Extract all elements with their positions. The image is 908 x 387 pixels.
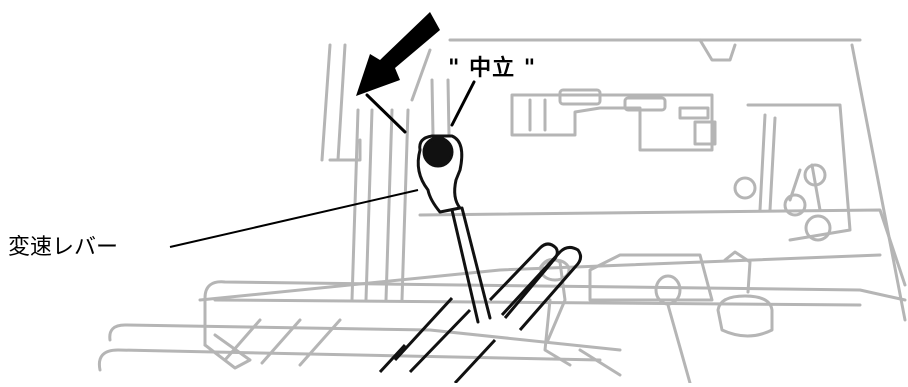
shift-gate-slots [380, 244, 581, 383]
cab-line-art [99, 40, 905, 383]
shift-lever-graphic [418, 136, 490, 322]
shift-lever-leader-line [170, 190, 418, 247]
neutral-label: " 中立 " [448, 50, 536, 82]
neutral-indicator-lines [367, 82, 474, 132]
shift-lever-label: 変速レバー [8, 229, 118, 261]
